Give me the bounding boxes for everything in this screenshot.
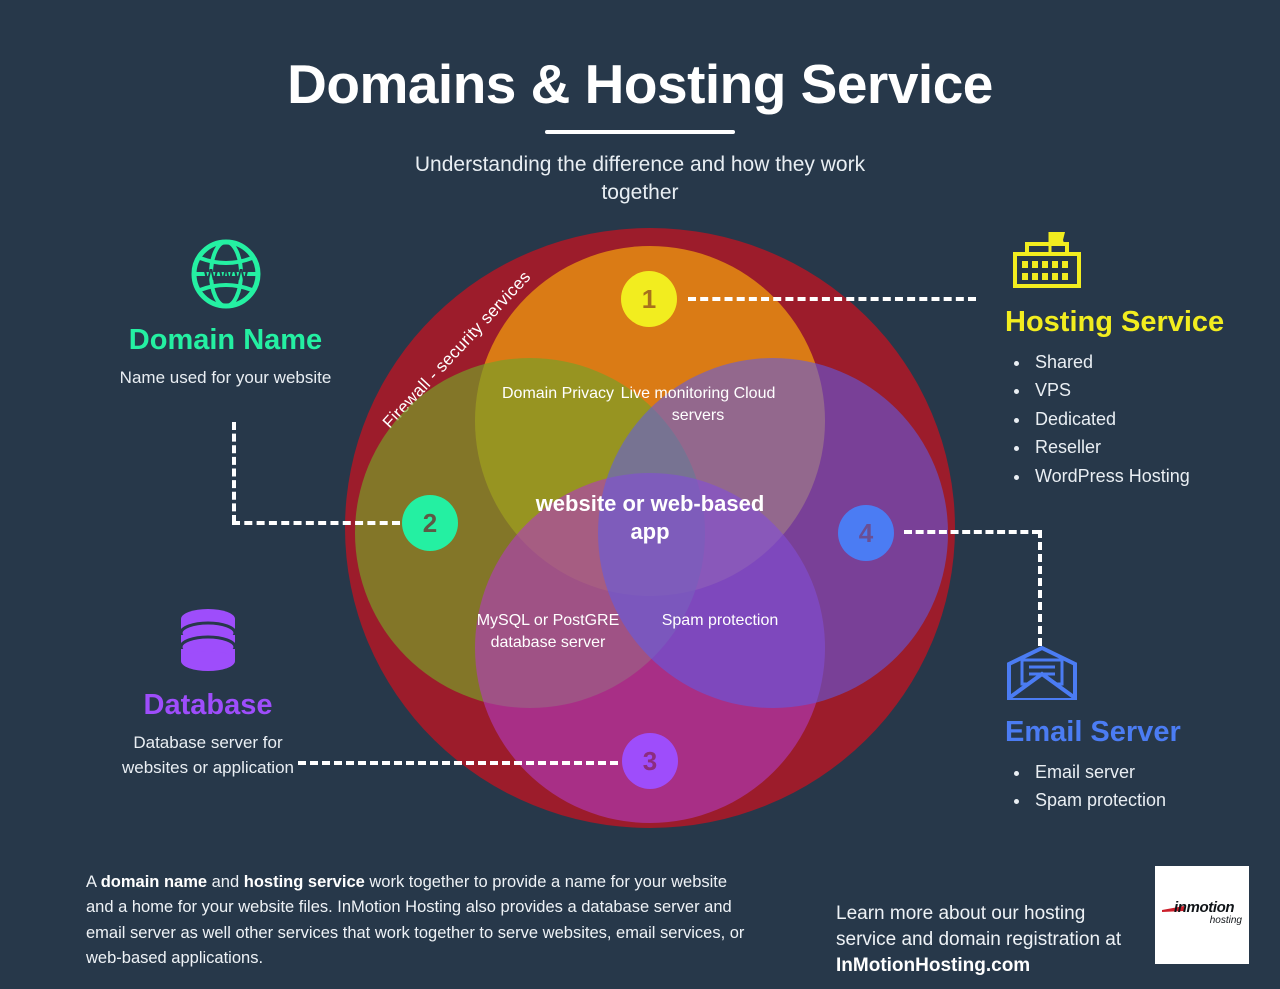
venn-center-label: website or web-based app — [535, 491, 765, 544]
logo-inner: inmotion hosting — [1160, 898, 1244, 932]
page-title: Domains & Hosting Service — [287, 53, 993, 115]
footer-bold-hosting-service: hosting service — [243, 872, 365, 891]
connector-email-vertical — [1038, 530, 1042, 646]
svg-text:WWW: WWW — [203, 267, 249, 284]
server-rack-icon — [1005, 230, 1265, 297]
segment-label-spam-protection: Spam protection — [661, 612, 779, 629]
category-desc-domain: Name used for your website — [119, 367, 332, 387]
connector-hosting — [688, 297, 976, 301]
category-hosting-service: Hosting Service Shared VPS Dedicated Res… — [1005, 230, 1265, 490]
badge-2-domain[interactable]: 2 — [402, 495, 458, 551]
category-domain-name: WWW Domain Name Name used for your websi… — [108, 238, 343, 390]
badge-4-email[interactable]: 4 — [838, 505, 894, 561]
list-item: WordPress Hosting — [1031, 462, 1265, 490]
footer-text-part1: A — [86, 872, 101, 891]
footer-text-part3: work together to provide a name for your… — [86, 872, 745, 968]
category-title-hosting: Hosting Service — [1005, 306, 1225, 338]
logo-subtext: hosting — [1209, 915, 1242, 926]
category-list-email: Email server Spam protection — [1005, 758, 1265, 815]
list-item: Dedicated — [1031, 405, 1265, 433]
category-list-hosting: Shared VPS Dedicated Reseller WordPress … — [1005, 348, 1265, 490]
badge-1-hosting[interactable]: 1 — [621, 271, 677, 327]
database-cylinder-icon — [108, 605, 308, 680]
footer-paragraph: A domain name and hosting service work t… — [86, 870, 758, 972]
venn-diagram: Firewall - security services Domain Priv… — [345, 228, 955, 828]
footer-cta-text: Learn more about our hosting service and… — [836, 903, 1122, 950]
envelope-icon — [1005, 645, 1265, 707]
footer-cta-link[interactable]: InMotionHosting.com — [836, 954, 1031, 976]
category-title-email: Email Server — [1005, 716, 1181, 748]
category-title-database: Database — [143, 689, 273, 721]
connector-database — [298, 761, 618, 765]
title-divider — [545, 129, 735, 134]
category-title-domain: Domain Name — [128, 324, 323, 356]
category-email-server: Email Server Email server Spam protectio… — [1005, 645, 1265, 815]
list-item: Reseller — [1031, 433, 1265, 461]
globe-www-icon: WWW — [108, 238, 343, 315]
connector-email-horizontal — [904, 530, 1040, 534]
list-item: Spam protection — [1031, 786, 1265, 814]
inmotion-hosting-logo: inmotion hosting — [1155, 866, 1249, 964]
page-subtitle: Understanding the difference and how the… — [414, 152, 866, 205]
list-item: Shared — [1031, 348, 1265, 376]
list-item: VPS — [1031, 376, 1265, 404]
badge-3-database[interactable]: 3 — [622, 733, 678, 789]
segment-label-database-server: MySQL or PostGRE database server — [476, 612, 620, 651]
segment-label-domain-privacy: Domain Privacy — [501, 385, 615, 402]
footer-bold-domain-name: domain name — [100, 872, 208, 891]
connector-domain-vertical — [232, 422, 236, 523]
logo-wordmark: inmotion — [1174, 899, 1235, 916]
connector-domain-horizontal — [232, 521, 400, 525]
footer-text-part2: and — [207, 872, 244, 891]
list-item: Email server — [1031, 758, 1265, 786]
header: Domains & Hosting Service Understanding … — [0, 53, 1280, 207]
segment-label-live-monitoring: Live monitoring Cloud servers — [620, 385, 776, 424]
category-desc-database: Database server for websites or applicat… — [122, 732, 294, 778]
category-database: Database Database server for websites or… — [108, 605, 308, 781]
footer-cta: Learn more about our hosting service and… — [836, 901, 1146, 978]
